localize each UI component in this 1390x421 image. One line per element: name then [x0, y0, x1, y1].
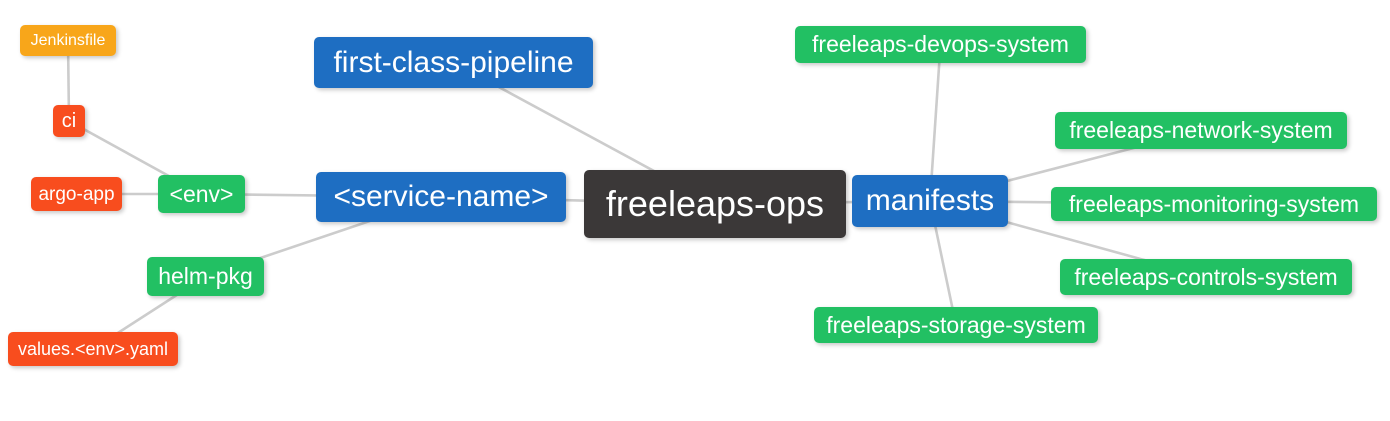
node-label: manifests: [865, 184, 995, 217]
node-service-name[interactable]: <service-name>: [316, 172, 566, 222]
node-label: <service-name>: [333, 180, 549, 213]
node-manifests[interactable]: manifests: [852, 175, 1008, 227]
node-freeleaps-storage-system[interactable]: freeleaps-storage-system: [814, 307, 1098, 343]
node-first-class-pipeline[interactable]: first-class-pipeline: [314, 37, 593, 88]
node-jenkinsfile[interactable]: Jenkinsfile: [20, 25, 116, 56]
node-label: freeleaps-controls-system: [1074, 263, 1338, 290]
node-label: freeleaps-devops-system: [812, 31, 1069, 57]
node-label: freeleaps-ops: [605, 183, 825, 224]
node-freeleaps-network-system[interactable]: freeleaps-network-system: [1055, 112, 1347, 149]
node-env[interactable]: <env>: [158, 175, 245, 213]
node-label: ci: [61, 110, 77, 132]
node-helm-pkg[interactable]: helm-pkg: [147, 257, 264, 296]
node-freeleaps-controls-system[interactable]: freeleaps-controls-system: [1060, 259, 1352, 295]
node-label: helm-pkg: [158, 263, 253, 289]
node-freeleaps-devops-system[interactable]: freeleaps-devops-system: [795, 26, 1086, 63]
node-label: first-class-pipeline: [333, 45, 574, 79]
node-label: freeleaps-monitoring-system: [1068, 190, 1360, 217]
node-label: Jenkinsfile: [30, 31, 106, 49]
node-freeleaps-ops[interactable]: freeleaps-ops: [584, 170, 846, 238]
node-freeleaps-monitoring-system[interactable]: freeleaps-monitoring-system: [1051, 187, 1377, 221]
edge-manifests-devops_system: [928, 44, 942, 202]
node-label: freeleaps-network-system: [1069, 117, 1333, 143]
node-label: argo-app: [38, 183, 115, 205]
node-values-env-yaml[interactable]: values.<env>.yaml: [8, 332, 178, 366]
node-argo-app[interactable]: argo-app: [31, 177, 122, 211]
node-label: freeleaps-storage-system: [826, 311, 1086, 338]
node-ci[interactable]: ci: [53, 105, 85, 137]
node-label: values.<env>.yaml: [17, 339, 169, 359]
node-label: <env>: [169, 180, 234, 207]
